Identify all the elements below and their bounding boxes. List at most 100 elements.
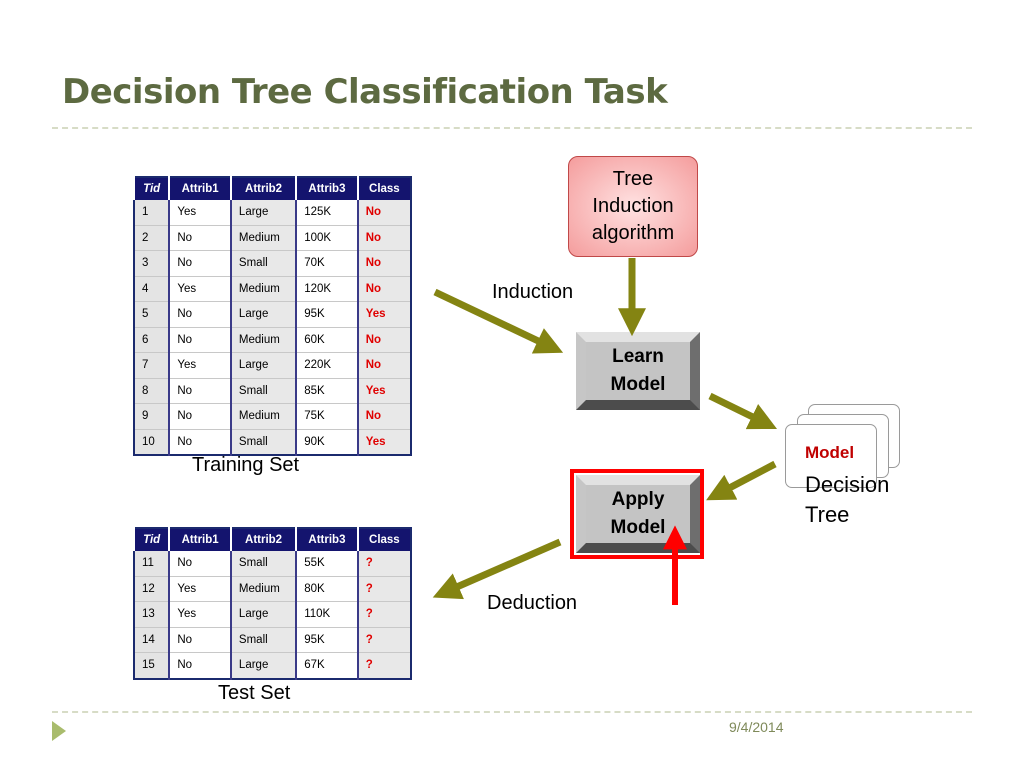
table-cell-attrib1: No [169,551,232,577]
table-cell-tid: 6 [134,327,171,353]
table-cell-attrib2: Small [230,250,298,277]
deduction-label: Deduction [487,592,578,614]
table-cell-class: No [357,276,411,302]
table-cell-attrib2: Medium [230,276,298,302]
test-set-caption: Test Set [218,682,291,704]
tree-induction-line-3: algorithm [591,222,675,244]
table-cell-class: No [357,225,411,251]
table-cell-attrib2: Medium [230,327,298,353]
table-cell-class: No [357,327,411,353]
table-cell-attrib2: Small [230,429,298,456]
training-set-caption: Training Set [192,454,300,476]
table-cell-class: ? [357,576,411,602]
deduction-arrow [432,538,562,600]
table-cell-class: No [357,352,411,379]
table-cell-class: ? [357,601,411,628]
table-cell-class: Yes [357,301,411,328]
model-stack-card-front [785,424,877,488]
training-table-header-class: Class [356,177,412,200]
table-cell-attrib3: 85K [296,378,359,404]
table-cell-tid: 2 [134,225,171,251]
table-cell-attrib2: Large [230,200,298,226]
table-cell-class: Yes [357,429,411,456]
table-cell-attrib1: No [169,652,232,679]
table-cell-attrib1: No [169,403,232,430]
slide-title: Decision Tree Classification Task [62,72,668,112]
test-table-header-attrib2: Attrib2 [229,528,297,551]
learn-model-button[interactable]: Learn Model [576,332,700,410]
table-cell-tid: 15 [134,652,171,679]
table-cell-class: No [357,200,411,226]
table-cell-attrib1: Yes [169,276,232,302]
table-cell-attrib3: 80K [296,576,359,602]
table-cell-attrib1: No [169,378,232,404]
induction-arrow [433,288,564,354]
table-cell-attrib2: Medium [230,576,298,602]
table-cell-attrib1: No [169,301,232,328]
learn-model-line-2: Model [610,374,666,395]
table-cell-attrib1: No [169,627,232,653]
table-cell-class: ? [357,551,411,577]
table-cell-attrib3: 120K [296,276,359,302]
learn-to-model-arrow [708,392,778,430]
table-cell-attrib3: 95K [296,301,359,328]
table-cell-class: ? [357,627,411,653]
table-cell-attrib3: 60K [296,327,359,353]
table-cell-class: ? [357,652,411,679]
table-cell-class: No [357,250,411,277]
training-table-header-attrib1: Attrib1 [168,177,232,200]
table-cell-tid: 7 [134,352,171,379]
apply-model-line-2: Model [610,517,666,538]
learn-model-line-1: Learn [612,346,664,367]
table-cell-attrib3: 220K [296,352,359,379]
footer-divider [52,711,972,713]
table-cell-attrib3: 100K [296,225,359,251]
apply-model-line-1: Apply [611,489,665,510]
table-cell-attrib2: Large [230,652,298,679]
table-cell-tid: 12 [134,576,171,602]
table-cell-attrib3: 95K [296,627,359,653]
apply-model-highlight-frame [570,469,704,559]
table-cell-attrib3: 55K [296,551,359,577]
table-cell-tid: 11 [134,551,171,577]
tree-induction-algorithm-box: Tree Induction algorithm [568,156,698,257]
table-cell-tid: 10 [134,429,171,456]
tree-induction-line-1: Tree [612,168,654,190]
table-cell-attrib1: No [169,250,232,277]
table-cell-attrib1: Yes [169,576,232,602]
table-cell-class: No [357,403,411,430]
table-cell-attrib2: Large [230,601,298,628]
table-cell-attrib2: Small [230,627,298,653]
training-table-header-attrib2: Attrib2 [229,177,297,200]
model-name: Decision Tree [805,470,915,530]
table-cell-tid: 13 [134,601,171,628]
table-cell-attrib1: No [169,225,232,251]
table-cell-tid: 3 [134,250,171,277]
table-cell-attrib1: No [169,429,232,456]
table-cell-attrib2: Medium [230,403,298,430]
model-name-line-1: Decision [805,472,890,497]
table-cell-attrib2: Small [230,551,298,577]
table-cell-attrib1: No [169,327,232,353]
table-cell-attrib2: Small [230,378,298,404]
footer-triangle-icon [52,721,66,741]
table-cell-tid: 8 [134,378,171,404]
